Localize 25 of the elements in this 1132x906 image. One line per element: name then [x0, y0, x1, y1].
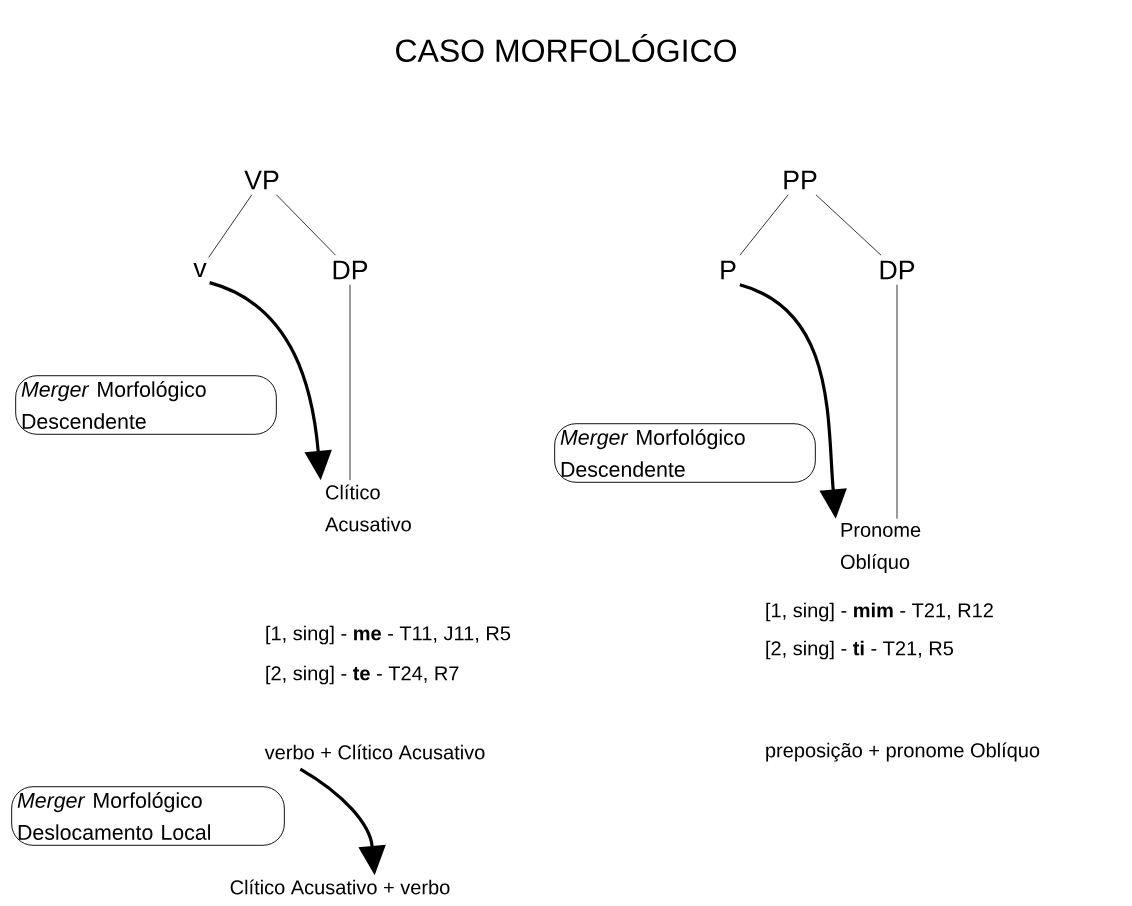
tree-branch	[276, 194, 336, 256]
tree-branch	[739, 194, 789, 256]
tree-label: P	[721, 260, 736, 280]
tree-branch	[208, 194, 253, 258]
phrase-text: Clítico Acusativo + verbo	[230, 879, 450, 895]
tree-label: DP	[880, 260, 915, 280]
tree-branch	[896, 284, 898, 520]
table-row: [1, sing] - mim - T21, R12	[766, 602, 993, 622]
tree-label: v	[193, 262, 207, 278]
title: CASO MORFOLÓGICO	[396, 33, 737, 63]
tree-branch	[349, 284, 351, 481]
tree-label: VP	[244, 170, 279, 190]
tree-branch	[815, 194, 882, 256]
table-row: preposição + pronome Oblíquo	[766, 742, 1040, 762]
phrase-text: verbo + Clítico Acusativo	[264, 744, 485, 760]
table-row: [2, sing] - ti - T21, R5	[766, 640, 954, 660]
leaf-label: Pronome Oblíquo	[840, 523, 921, 573]
tree-label: PP	[784, 170, 817, 190]
table-row: [1, sing] - me - T11, J11, R5	[266, 625, 511, 645]
table-row: [2, sing] - te - T24, R7	[266, 665, 459, 685]
tree-label: DP	[333, 260, 368, 280]
process-box: Merger Morfológico Descendente	[15, 375, 277, 435]
leaf-label: Clítico Acusativo	[325, 484, 411, 532]
process-box: Merger Morfológico Descendente	[554, 423, 816, 483]
process-box: Merger Morfológico Deslocamento Local	[11, 786, 285, 846]
